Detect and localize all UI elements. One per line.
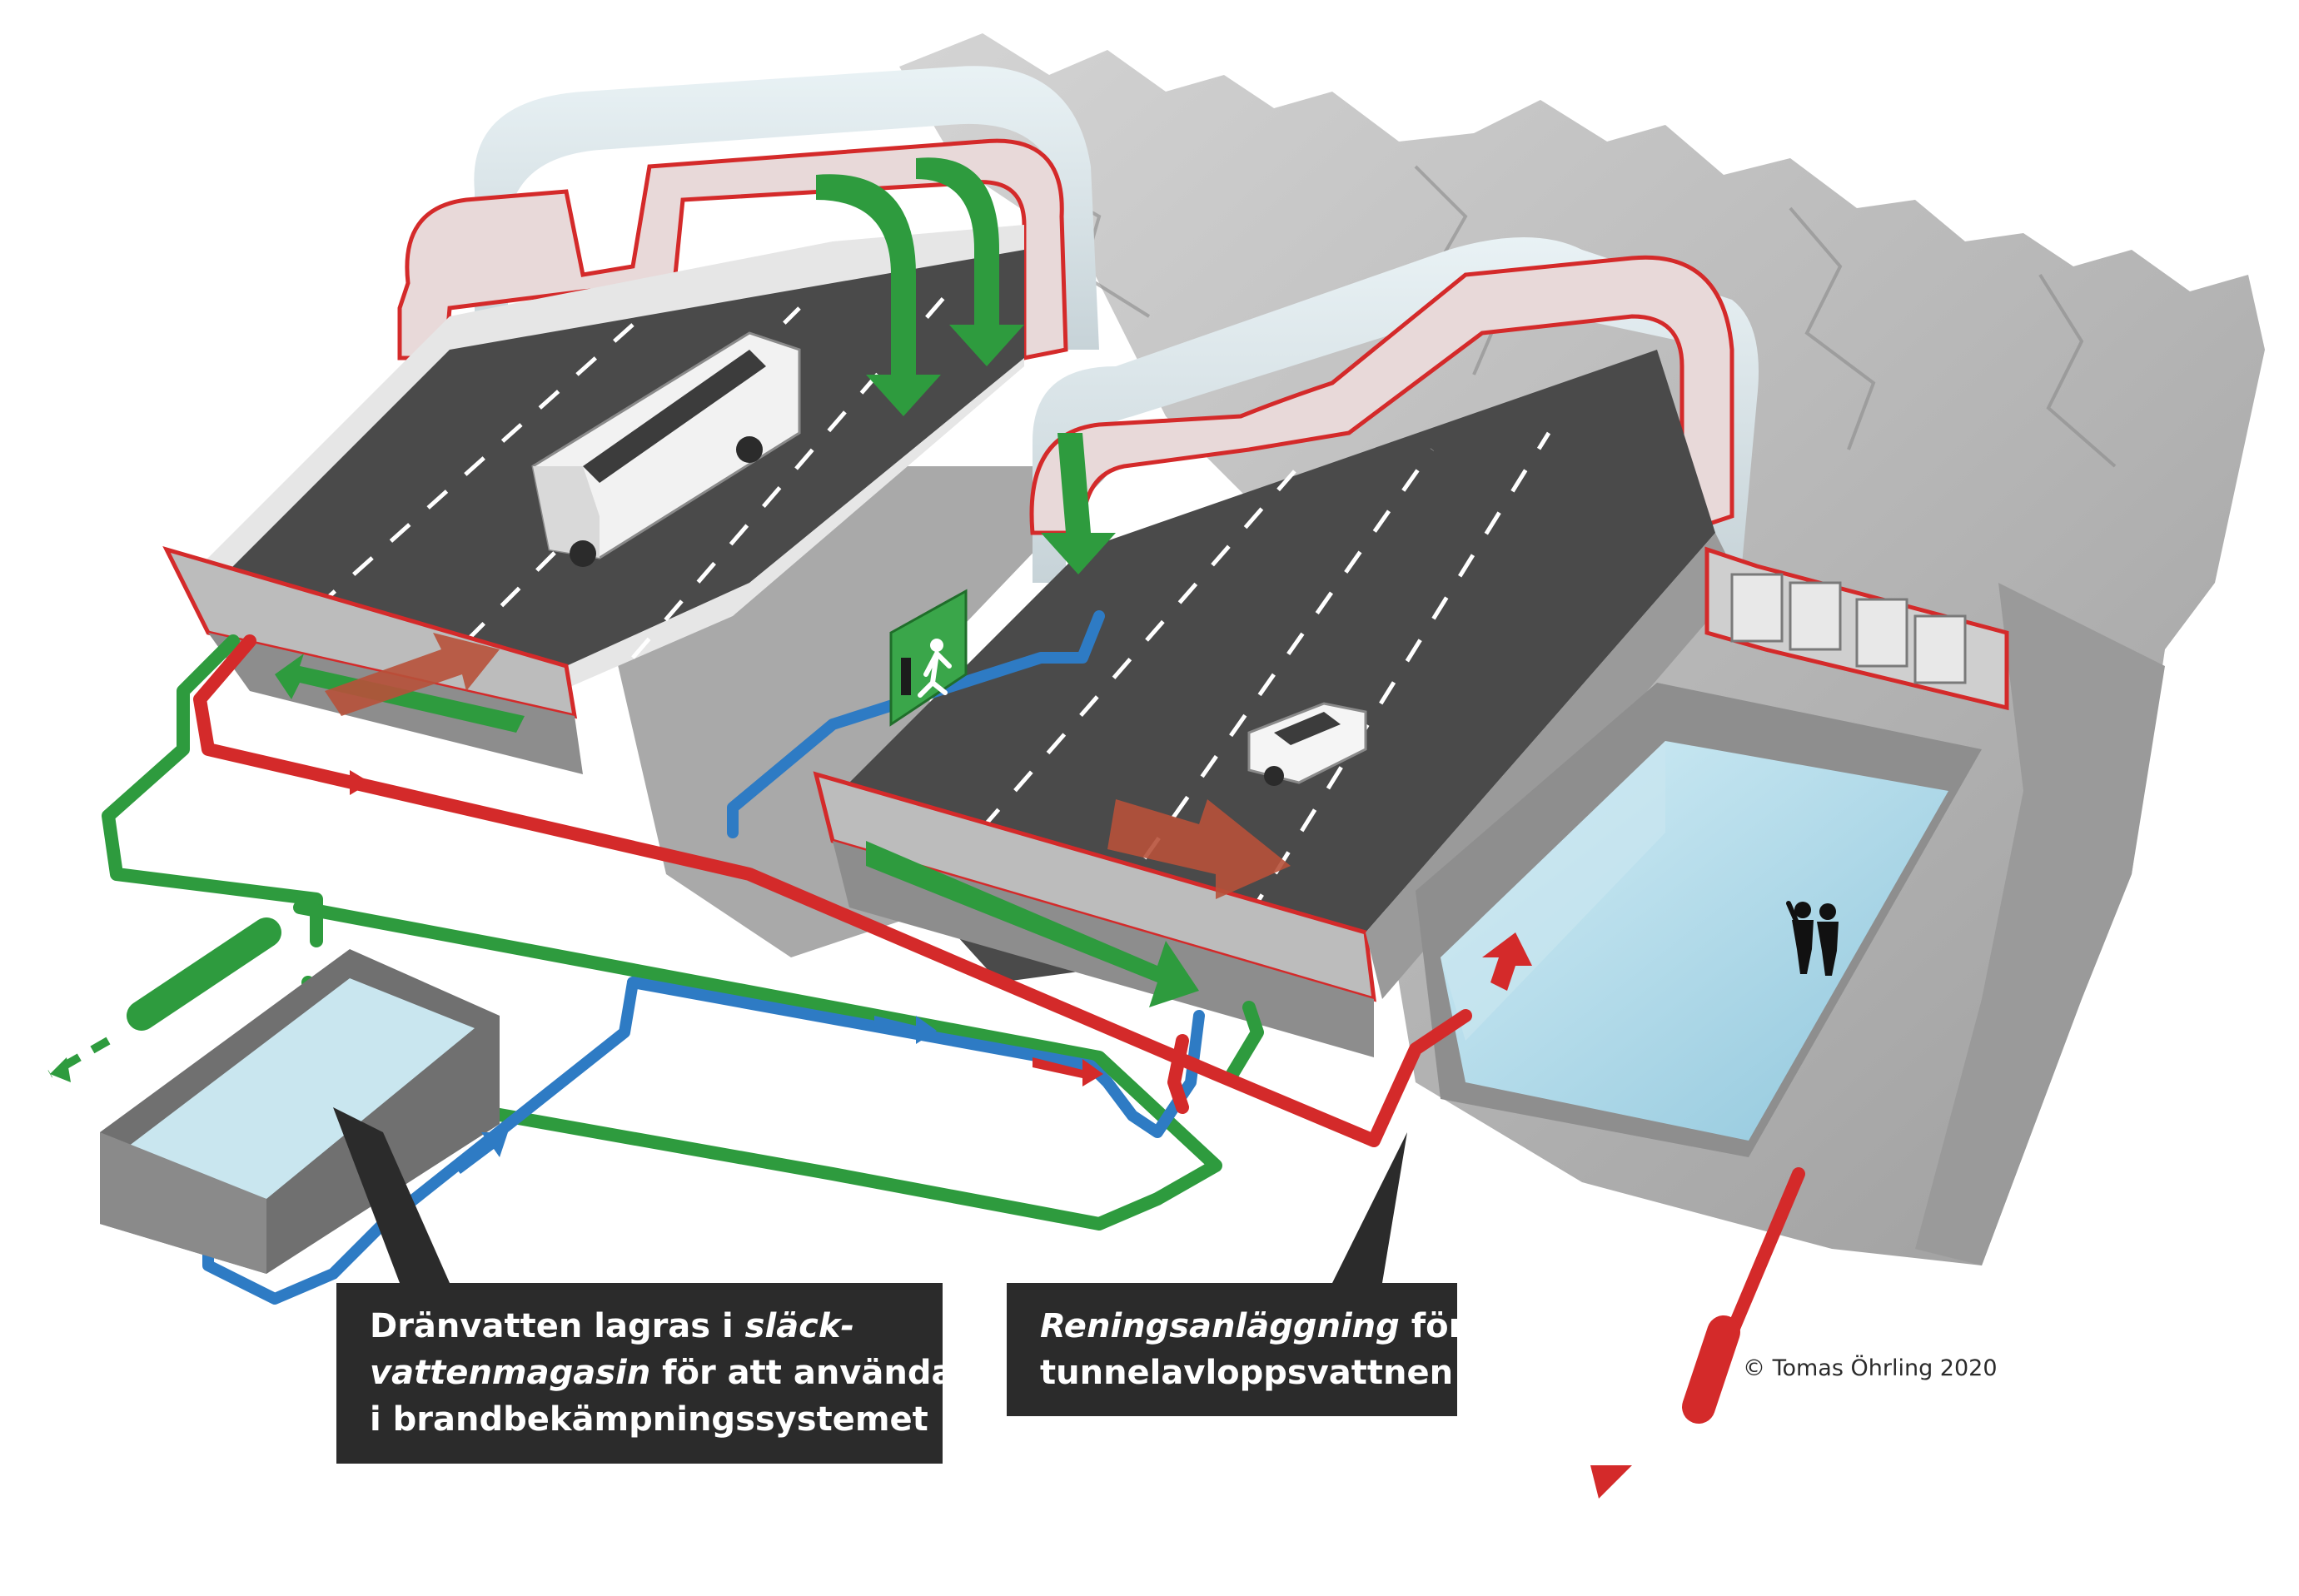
- callout-right-line1-italic: Reningsanläggning: [1040, 1307, 1400, 1345]
- callout-left-line2-italic: vattenmagasin: [370, 1354, 651, 1392]
- red-flow-arrows: [308, 633, 1532, 1086]
- reservoir-outlet-pipe: [47, 917, 281, 1082]
- callout-left-line1-italic: släck-: [744, 1307, 855, 1345]
- callout-right-pointer: [1332, 1132, 1407, 1283]
- wastewater-outlet: [1590, 1315, 1740, 1499]
- copyright-credit: © Tomas Öhrling 2020: [1743, 1355, 1998, 1381]
- callout-fire-water-reservoir: Dränvatten lagras i släck- vattenmagasin…: [336, 1283, 973, 1464]
- lane-markings-right: [948, 431, 1551, 917]
- callout-left-line3: i brandbekämpningssystemet: [370, 1400, 928, 1439]
- fire-water-reservoir: [100, 949, 500, 1274]
- callout-left-line1: Dränvatten lagras i släck-: [370, 1303, 909, 1350]
- callout-right-line2: tunnelavloppsvattnen: [1040, 1354, 1454, 1392]
- wastewater-pipe-red: [193, 634, 1805, 1339]
- callout-left-line1-text: Dränvatten lagras i: [370, 1307, 745, 1345]
- treatment-plant: [1416, 546, 2009, 1157]
- blue-flow-arrows: [454, 1016, 937, 1174]
- bus-icon: [531, 331, 801, 567]
- callout-right-line1: Reningsanläggning för: [1040, 1303, 1465, 1350]
- callout-treatment-plant: Reningsanläggning för tunnelavloppsvattn…: [1007, 1283, 1465, 1416]
- emergency-exit-sign-icon: [889, 589, 968, 727]
- people-silhouette-icon: [1786, 901, 1839, 976]
- callout-left-line2-text: för att användas: [650, 1354, 974, 1392]
- car-icon: [1247, 702, 1367, 786]
- callout-right-line1-text: för: [1399, 1307, 1465, 1345]
- callout-left-line2: vattenmagasin för att användas: [370, 1350, 973, 1396]
- callout-left-pointer: [333, 1107, 450, 1283]
